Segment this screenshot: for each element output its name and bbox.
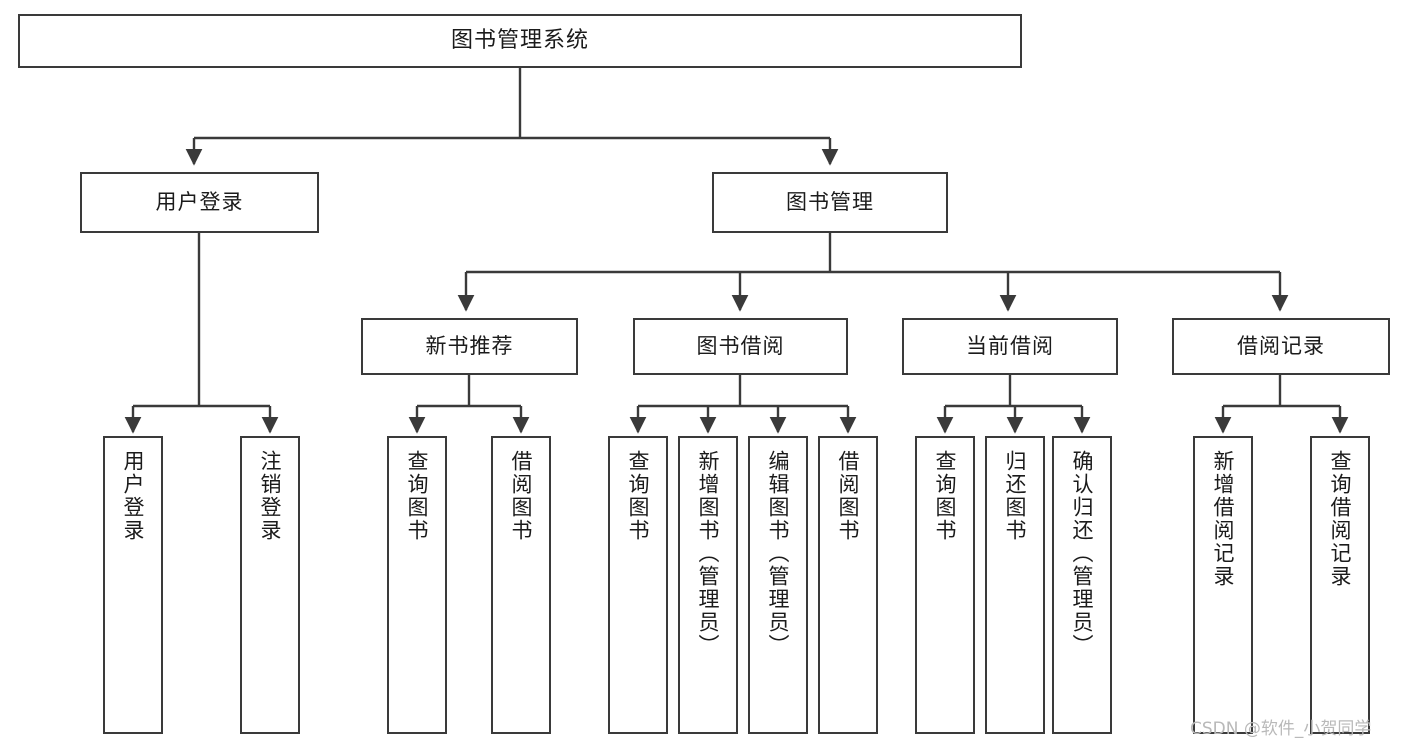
node-label: 用户登录: [121, 450, 146, 542]
leaf-current-return-book[interactable]: 归还图书: [985, 436, 1045, 734]
leaf-current-confirm-return-admin[interactable]: 确认归还（管理员）: [1052, 436, 1112, 734]
node-borrow-records[interactable]: 借阅记录: [1172, 318, 1390, 375]
node-book-borrow[interactable]: 图书借阅: [633, 318, 848, 375]
node-label: 图书管理系统: [450, 28, 589, 54]
node-new-book-recommend[interactable]: 新书推荐: [361, 318, 578, 375]
leaf-current-query-book[interactable]: 查询图书: [915, 436, 975, 734]
node-label: 图书管理: [786, 190, 874, 215]
leaf-user-login-login[interactable]: 用户登录: [103, 436, 163, 734]
node-label: 查询图书: [405, 450, 430, 542]
leaf-borrow-add-book-admin[interactable]: 新增图书（管理员）: [678, 436, 738, 734]
leaf-records-add-record[interactable]: 新增借阅记录: [1193, 436, 1253, 734]
node-label: 查询借阅记录: [1328, 450, 1353, 588]
node-label: 当前借阅: [966, 334, 1054, 359]
leaf-borrow-edit-book-admin[interactable]: 编辑图书（管理员）: [748, 436, 808, 734]
node-label: 新书推荐: [425, 334, 514, 359]
leaf-records-query-record[interactable]: 查询借阅记录: [1310, 436, 1370, 734]
node-label: 查询图书: [626, 450, 651, 542]
leaf-user-login-logout[interactable]: 注销登录: [240, 436, 300, 734]
node-label: 确认归还（管理员）: [1070, 450, 1095, 657]
node-label: 编辑图书（管理员）: [766, 450, 791, 657]
node-label: 归还图书: [1003, 450, 1028, 542]
node-label: 新增图书（管理员）: [696, 450, 721, 657]
node-label: 注销登录: [258, 450, 283, 542]
node-user-login[interactable]: 用户登录: [80, 172, 319, 233]
node-book-management[interactable]: 图书管理: [712, 172, 948, 233]
node-label: 新增借阅记录: [1211, 450, 1236, 588]
node-label: 借阅图书: [836, 450, 861, 542]
node-label: 用户登录: [155, 190, 244, 215]
leaf-borrow-borrow-book[interactable]: 借阅图书: [818, 436, 878, 734]
node-label: 借阅图书: [509, 450, 534, 542]
node-current-borrow[interactable]: 当前借阅: [902, 318, 1118, 375]
node-label: 借阅记录: [1237, 334, 1325, 359]
node-root-system[interactable]: 图书管理系统: [18, 14, 1022, 68]
leaf-recommend-query-book[interactable]: 查询图书: [387, 436, 447, 734]
node-label: 查询图书: [933, 450, 958, 542]
leaf-recommend-borrow-book[interactable]: 借阅图书: [491, 436, 551, 734]
node-label: 图书借阅: [696, 334, 785, 359]
leaf-borrow-query-book[interactable]: 查询图书: [608, 436, 668, 734]
